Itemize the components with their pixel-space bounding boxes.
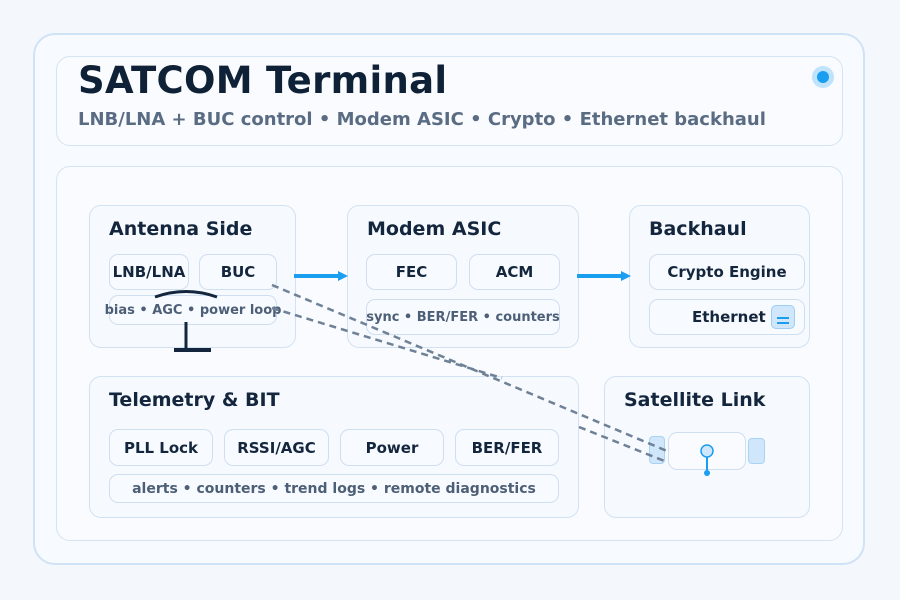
rssi-agc-chip: RSSI/AGC bbox=[224, 429, 329, 466]
modem-note: sync • BER/FER • counters bbox=[366, 299, 560, 335]
telemetry-note: alerts • counters • trend logs • remote … bbox=[109, 474, 559, 503]
satellite-right-wing-icon bbox=[748, 438, 765, 464]
buc-chip: BUC bbox=[199, 254, 277, 290]
satellite-body-icon bbox=[668, 432, 746, 470]
header-card: SATCOM Terminal LNB/LNA + BUC control • … bbox=[56, 56, 843, 146]
power-chip: Power bbox=[340, 429, 444, 466]
satellite-link-title: Satellite Link bbox=[624, 389, 766, 411]
page-title: SATCOM Terminal bbox=[78, 59, 448, 102]
fec-chip: FEC bbox=[366, 254, 457, 290]
antenna-side-title: Antenna Side bbox=[109, 218, 253, 240]
crypto-engine-chip: Crypto Engine bbox=[649, 254, 805, 290]
backhaul-title: Backhaul bbox=[649, 218, 747, 240]
satellite-left-wing-icon bbox=[649, 436, 665, 464]
antenna-note: bias • AGC • power loop bbox=[105, 295, 281, 325]
telemetry-title: Telemetry & BIT bbox=[109, 389, 280, 411]
modem-asic-title: Modem ASIC bbox=[367, 218, 502, 240]
pll-lock-chip: PLL Lock bbox=[109, 429, 213, 466]
acm-chip: ACM bbox=[469, 254, 560, 290]
status-dot-icon bbox=[812, 66, 834, 88]
page-subtitle: LNB/LNA + BUC control • Modem ASIC • Cry… bbox=[78, 109, 766, 130]
ber-fer-chip: BER/FER bbox=[455, 429, 559, 466]
lnb-lna-chip: LNB/LNA bbox=[109, 254, 189, 290]
ethernet-port-icon bbox=[771, 305, 795, 329]
